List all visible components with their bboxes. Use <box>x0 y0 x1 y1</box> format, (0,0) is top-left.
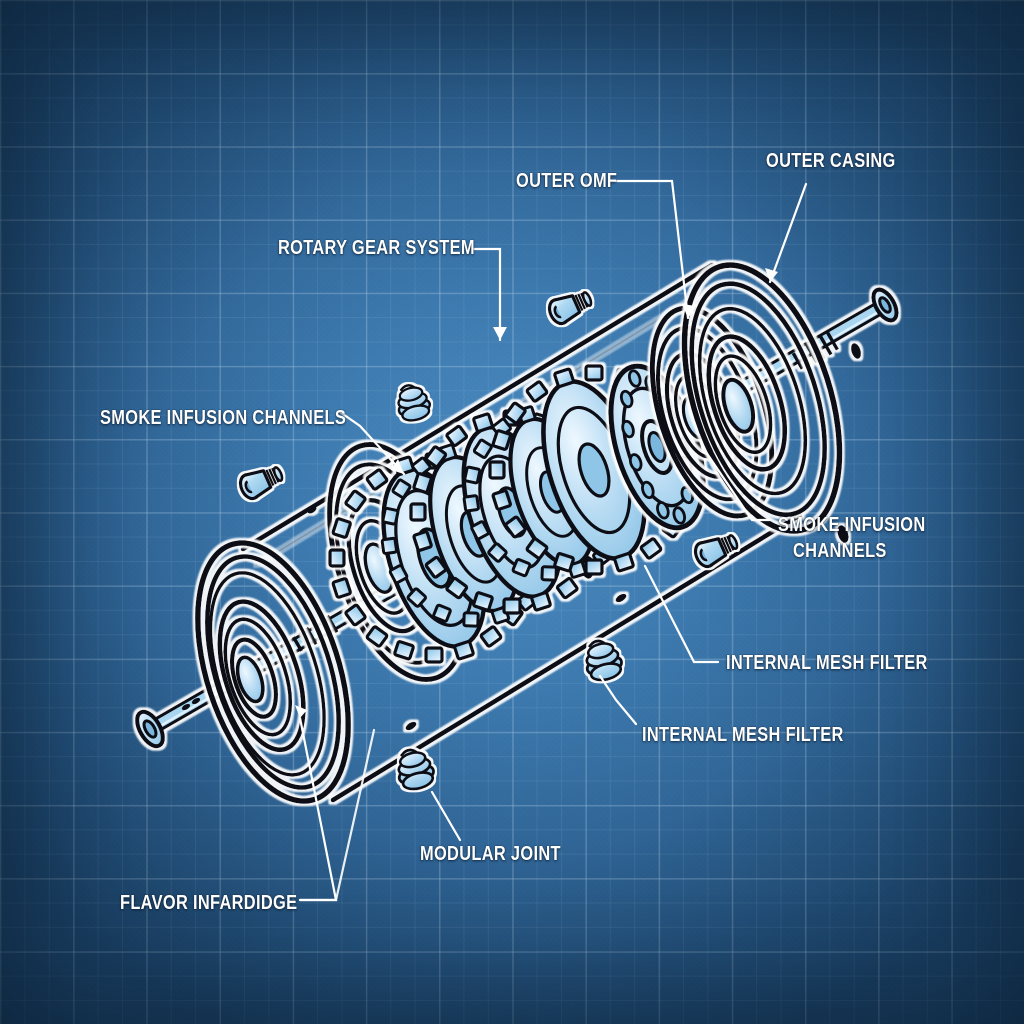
label-smoke-infusion-channels-right-line1: SMOKE INFUSION <box>778 513 926 536</box>
leader-modular-joint <box>430 790 462 842</box>
leader-mesh-bottom <box>598 674 638 726</box>
label-rotary-gear-system: ROTARY GEAR SYSTEM <box>278 236 475 259</box>
fastener-c <box>690 527 743 572</box>
leader-mesh-right <box>643 564 720 664</box>
leader-flavor-infardidge-2 <box>298 728 376 902</box>
fastener-a <box>544 284 597 329</box>
leader-outer-casing <box>768 182 808 284</box>
right-end-cap <box>681 262 843 534</box>
leader-smoke-left <box>338 410 406 476</box>
label-internal-mesh-filter-right: INTERNAL MESH FILTER <box>726 651 928 674</box>
label-internal-mesh-filter-bottom: INTERNAL MESH FILTER <box>642 723 844 746</box>
left-end-cap <box>195 540 351 804</box>
label-flavor-infardidge: FLAVOR INFARDIDGE <box>120 891 298 914</box>
label-smoke-infusion-channels-right-line2: CHANNELS <box>793 539 887 562</box>
fastener-b <box>235 459 288 504</box>
leader-lines <box>298 179 808 902</box>
leader-smoke-right <box>704 450 772 522</box>
leader-flavor-infardidge <box>298 716 338 902</box>
label-smoke-infusion-channels-left: SMOKE INFUSION CHANNELS <box>100 406 347 429</box>
label-outer-omf: OUTER OMF <box>516 169 618 192</box>
gear-cluster <box>328 364 700 664</box>
modular-joint-part <box>391 744 439 794</box>
label-outer-casing: OUTER CASING <box>766 149 896 172</box>
leader-rotary-gear-system <box>472 247 502 342</box>
leader-arrowheads <box>295 268 778 718</box>
label-modular-joint: MODULAR JOINT <box>420 842 561 865</box>
mesh-filter-part-upper <box>392 379 435 425</box>
leader-outer-omf <box>611 179 690 320</box>
